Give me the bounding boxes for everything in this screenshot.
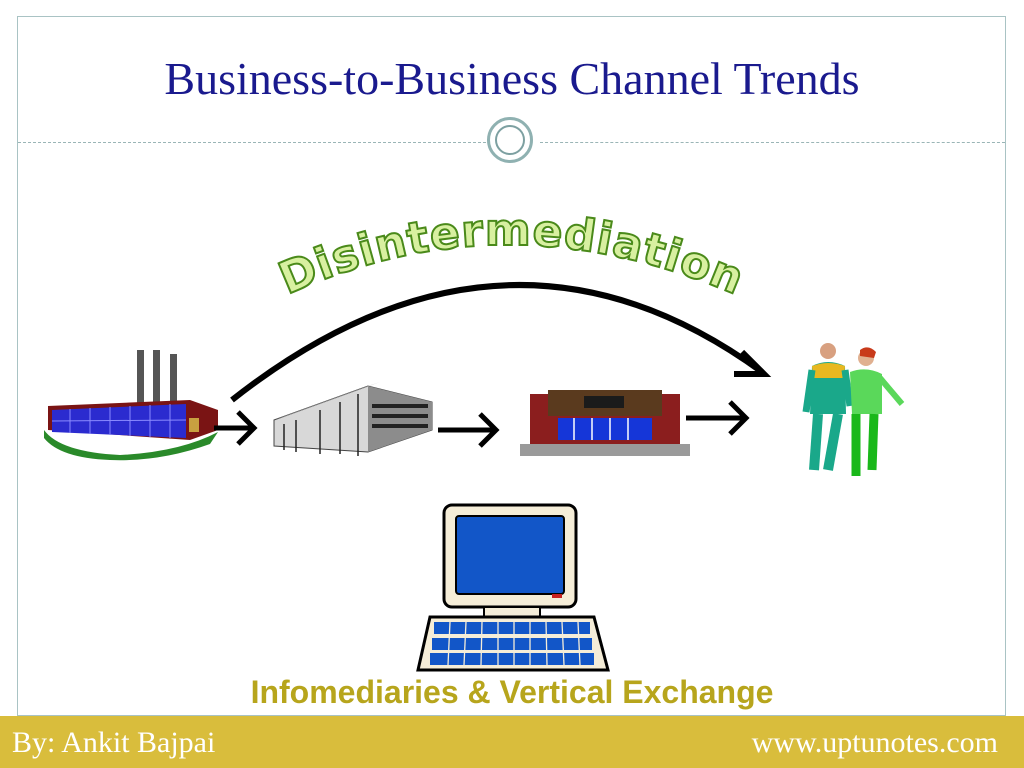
warehouse-icon: [273, 382, 433, 456]
title-divider-left: [18, 142, 486, 143]
title-divider-right: [540, 142, 1005, 143]
arrow-right-icon: [686, 400, 750, 436]
arc-label: Disintermediation: [272, 205, 752, 305]
store-icon: [520, 390, 690, 456]
factory-icon: [44, 350, 218, 461]
slide-caption: Infomediaries & Vertical Exchange: [250, 674, 774, 710]
computer-icon: [416, 503, 610, 672]
divider-ornament-icon: [487, 117, 533, 163]
customers-icon: [802, 343, 905, 476]
slide-title: Business-to-Business Channel Trends: [164, 53, 860, 104]
disintermediation-arc: [230, 282, 764, 403]
footer-website: www.uptunotes.com: [751, 726, 998, 759]
footer-author: By: Ankit Bajpai: [12, 726, 216, 759]
slide-frame: [17, 16, 1006, 716]
arrow-right-icon: [214, 410, 258, 446]
arrow-right-icon: [438, 412, 500, 448]
footer-bar: By: Ankit Bajpai www.uptunotes.com: [0, 716, 1024, 768]
arc-arrowhead-icon: [734, 349, 772, 377]
